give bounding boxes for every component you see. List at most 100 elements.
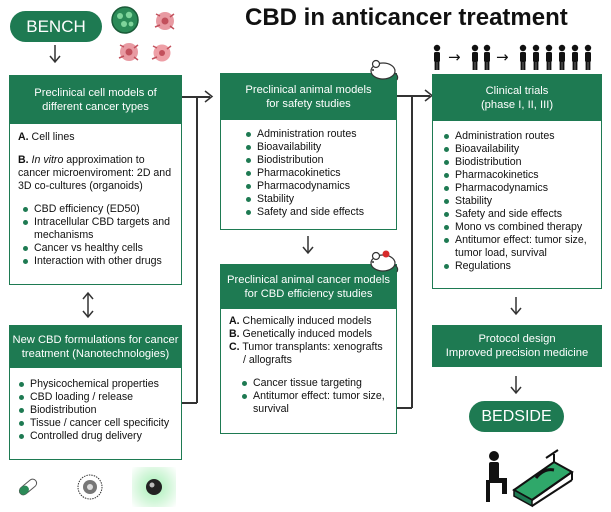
safety-header-line1: Preclinical animal models bbox=[245, 84, 372, 96]
nano-header-line2: treatment (Nanotechnologies) bbox=[21, 348, 170, 360]
nano-header-line1: New CBD formulations for cancer bbox=[12, 334, 179, 346]
bench-text: BENCH bbox=[26, 17, 86, 36]
connector-vertical-left bbox=[196, 96, 198, 403]
connector-nano-to-vertical bbox=[182, 402, 197, 404]
clinical-bullets: Administration routes Bioavailability Bi… bbox=[443, 130, 593, 273]
efficiency-header-line1: Preclinical animal cancer models bbox=[227, 274, 390, 286]
list-item: Pharmacodynamics bbox=[245, 180, 388, 193]
cell-lines-item: A. Cell lines bbox=[18, 131, 173, 144]
right-arrow-icon bbox=[204, 90, 214, 103]
bidirectional-arrow-icon bbox=[82, 291, 94, 319]
clinical-header: Clinical trials (phase I, II, III) bbox=[433, 75, 601, 121]
list-item: Interaction with other drugs bbox=[22, 255, 173, 268]
item-label: A. bbox=[229, 315, 240, 327]
connector-efficiency-to-vertical bbox=[397, 407, 412, 409]
list-item: Pharmacokinetics bbox=[245, 167, 388, 180]
list-item: Physicochemical properties bbox=[18, 378, 173, 391]
list-item: Tissue / cancer cell specificity bbox=[18, 417, 173, 430]
cell-models-header-line1: Preclinical cell models of bbox=[34, 87, 157, 99]
efficiency-item-a: A. Chemically induced models bbox=[229, 315, 388, 328]
list-item: Regulations bbox=[443, 260, 593, 273]
capsule-icon bbox=[18, 478, 38, 496]
list-item: Bioavailability bbox=[245, 141, 388, 154]
efficiency-header: Preclinical animal cancer models for CBD… bbox=[221, 265, 396, 309]
in-vitro-item: B. In vitro approximation to cancer micr… bbox=[18, 154, 173, 193]
list-item: Administration routes bbox=[443, 130, 593, 143]
item-text: Genetically induced models bbox=[242, 328, 373, 340]
item-b-text: approximation to cancer microenviroment:… bbox=[18, 154, 172, 192]
list-item: Mono vs combined therapy bbox=[443, 221, 593, 234]
safety-studies-box: Preclinical animal models for safety stu… bbox=[220, 73, 397, 230]
safety-bullets: Administration routes Bioavailability Bi… bbox=[245, 128, 388, 219]
protocol-line1: Protocol design bbox=[478, 333, 556, 345]
list-item: CBD efficiency (ED50) bbox=[22, 203, 173, 216]
item-label: C. bbox=[229, 341, 240, 353]
cancer-cell-icon bbox=[154, 12, 175, 30]
connector-safety-to-clinical bbox=[397, 95, 430, 97]
page-title: CBD in anticancer treatment bbox=[245, 4, 568, 31]
list-item: Safety and side effects bbox=[443, 208, 593, 221]
nanoparticle-icon bbox=[77, 474, 103, 500]
cell-culture-dish-icon bbox=[111, 6, 139, 34]
list-item: Pharmacokinetics bbox=[443, 169, 593, 182]
list-item: Biodistribution bbox=[443, 156, 593, 169]
clinical-down-arrow-icon bbox=[510, 297, 522, 316]
efficiency-item-c: C. Tumor transplants: xenografts / allog… bbox=[229, 341, 388, 367]
safety-down-arrow-icon bbox=[302, 236, 314, 255]
list-item: Pharmacodynamics bbox=[443, 182, 593, 195]
item-a-label: A. bbox=[18, 131, 29, 143]
list-item: Antitumor effect: tumor size, tumor load… bbox=[443, 234, 593, 260]
efficiency-header-line2: for CBD efficiency studies bbox=[244, 288, 373, 300]
nano-bullets: Physicochemical properties CBD loading /… bbox=[18, 378, 173, 443]
safety-header: Preclinical animal models for safety stu… bbox=[221, 74, 396, 120]
clinical-trials-box: Clinical trials (phase I, II, III) Admin… bbox=[432, 74, 602, 289]
bedside-label: BEDSIDE bbox=[469, 401, 564, 432]
item-b-italic: In vitro bbox=[31, 154, 64, 166]
clinical-header-line1: Clinical trials bbox=[485, 85, 549, 97]
list-item: Stability bbox=[443, 195, 593, 208]
item-text: Tumor transplants: xenografts / allograf… bbox=[242, 341, 383, 366]
list-item: Bioavailability bbox=[443, 143, 593, 156]
item-b-label: B. bbox=[18, 154, 29, 166]
phase-people-row: → → bbox=[430, 42, 602, 72]
person-icon: → → bbox=[433, 44, 592, 70]
bedside-text: BEDSIDE bbox=[481, 408, 552, 425]
safety-header-line2: for safety studies bbox=[266, 98, 351, 110]
list-item: Administration routes bbox=[245, 128, 388, 141]
cancer-cell-icon-3 bbox=[151, 44, 172, 62]
list-item: Intracellular CBD targets and mechanisms bbox=[22, 216, 173, 242]
cell-models-header: Preclinical cell models of different can… bbox=[10, 76, 181, 124]
protocol-line2: Improved precision medicine bbox=[445, 347, 589, 359]
list-item: Controlled drug delivery bbox=[18, 430, 173, 443]
item-label: B. bbox=[229, 328, 240, 340]
cell-models-bullets: CBD efficiency (ED50) Intracellular CBD … bbox=[18, 203, 173, 268]
nano-formulations-box: New CBD formulations for cancer treatmen… bbox=[9, 325, 182, 460]
list-item: Stability bbox=[245, 193, 388, 206]
list-item: Biodistribution bbox=[245, 154, 388, 167]
protocol-down-arrow-icon bbox=[510, 376, 522, 395]
cell-models-box: Preclinical cell models of different can… bbox=[9, 75, 182, 285]
efficiency-studies-box: Preclinical animal cancer models for CBD… bbox=[220, 264, 397, 434]
item-a-text: Cell lines bbox=[31, 131, 75, 143]
connector-vertical-right bbox=[411, 95, 413, 408]
nano-formulations-header: New CBD formulations for cancer treatmen… bbox=[10, 326, 181, 368]
svg-text:→: → bbox=[496, 48, 509, 66]
bench-label: BENCH bbox=[10, 11, 102, 42]
list-item: Biodistribution bbox=[18, 404, 173, 417]
list-item: CBD loading / release bbox=[18, 391, 173, 404]
list-item: Antitumor effect: tumor size, survival bbox=[241, 390, 388, 416]
item-text: Chemically induced models bbox=[242, 315, 372, 327]
efficiency-bullets: Cancer tissue targeting Antitumor effect… bbox=[229, 377, 388, 416]
bench-down-arrow-icon bbox=[49, 45, 61, 64]
protocol-design-box: Protocol design Improved precision medic… bbox=[432, 325, 602, 367]
cancer-cell-icon-2 bbox=[118, 43, 139, 61]
tumor-mouse-icon bbox=[370, 250, 399, 273]
patient-in-bed-icon bbox=[486, 449, 574, 508]
mouse-icon bbox=[370, 59, 399, 81]
svg-text:→: → bbox=[448, 48, 461, 66]
list-item: Safety and side effects bbox=[245, 206, 388, 219]
cell-models-header-line2: different cancer types bbox=[42, 101, 149, 113]
glowing-nanoparticle-icon bbox=[146, 479, 162, 495]
list-item: Cancer tissue targeting bbox=[241, 377, 388, 390]
list-item: Cancer vs healthy cells bbox=[22, 242, 173, 255]
